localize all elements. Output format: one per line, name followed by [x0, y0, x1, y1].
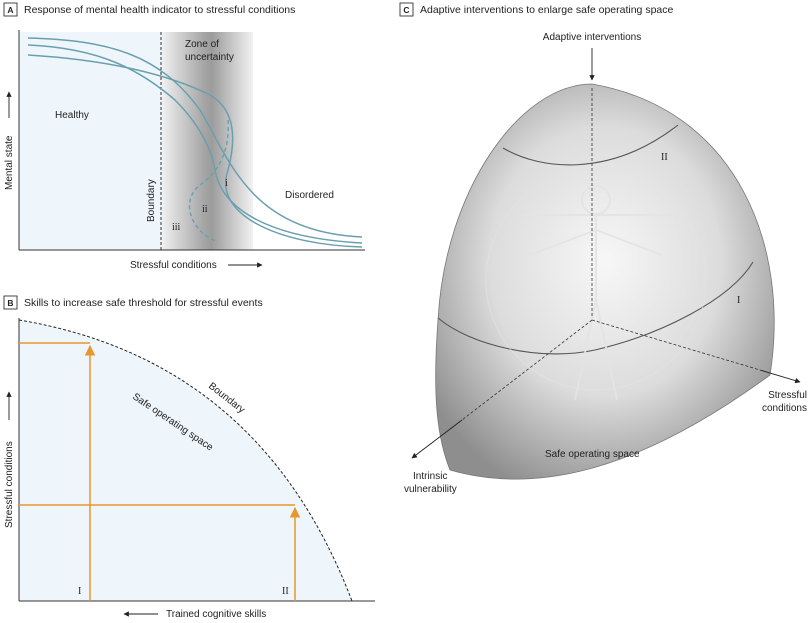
- panel-a-letter-badge: A: [3, 2, 18, 17]
- marker-label-ii: II: [282, 586, 289, 597]
- panel-a-letter: A: [7, 5, 13, 15]
- curve-label-ii: ii: [202, 204, 208, 215]
- disordered-label: Disordered: [285, 190, 334, 201]
- healthy-region: [19, 32, 161, 250]
- intrinsic-label-line2: vulnerability: [404, 484, 457, 495]
- vitruvian-figure-watermark: [485, 169, 707, 401]
- ring-label-ii: II: [661, 152, 668, 163]
- stressful-label-line2: conditions: [762, 403, 807, 414]
- ring-label-i: I: [737, 295, 740, 306]
- zone-label-line2: uncertainty: [185, 52, 234, 63]
- panel-c: C Adaptive interventions to enlarge safe…: [399, 2, 807, 495]
- healthy-label: Healthy: [55, 110, 89, 121]
- ring-ii: [502, 124, 679, 166]
- vulnerability-axis-arrow: [411, 419, 463, 459]
- zone-label-line1: Zone of: [185, 39, 219, 50]
- panel-c-letter: C: [403, 5, 409, 15]
- vulnerability-axis-dashed: [461, 319, 593, 421]
- panel-b-x-label: Trained cognitive skills: [166, 609, 266, 620]
- stressful-axis-arrow: [759, 369, 801, 384]
- panel-a: A Response of mental health indicator to…: [3, 2, 365, 271]
- safe-operating-region: [19, 320, 352, 601]
- curve-unstable-branch: [188, 119, 229, 243]
- curve-label-i: i: [225, 178, 228, 189]
- curve-label-iii: iii: [172, 222, 181, 233]
- panel-b-boundary-curve: [18, 319, 353, 602]
- panel-a-x-label: Stressful conditions: [130, 260, 217, 271]
- stressful-axis-dashed: [591, 319, 761, 371]
- panel-a-boundary-label: Boundary: [146, 179, 157, 222]
- curve-i: [27, 37, 363, 238]
- curve-ii: [27, 44, 363, 244]
- panel-b-y-label: Stressful conditions: [4, 441, 15, 528]
- dome-safe-operating-label: Safe operating space: [545, 449, 640, 460]
- ring-i: [437, 261, 754, 355]
- panel-b: B Skills to increase safe threshold for …: [3, 295, 375, 620]
- zone-of-uncertainty-band: [161, 32, 253, 250]
- panel-a-y-label: Mental state: [4, 135, 15, 190]
- panel-b-letter-badge: B: [3, 295, 18, 310]
- panel-c-title: Adaptive interventions to enlarge safe o…: [420, 4, 673, 16]
- adaptive-interventions-label: Adaptive interventions: [543, 32, 641, 43]
- panel-a-title: Response of mental health indicator to s…: [24, 4, 295, 16]
- panel-b-letter: B: [7, 298, 13, 308]
- panel-c-letter-badge: C: [399, 2, 414, 17]
- stressful-label-line1: Stressful: [768, 390, 807, 401]
- curve-iii: [27, 54, 363, 248]
- intrinsic-label-line1: Intrinsic: [413, 471, 447, 482]
- safe-operating-dome: [435, 83, 775, 480]
- marker-label-i: I: [78, 586, 81, 597]
- panel-b-title: Skills to increase safe threshold for st…: [24, 297, 263, 309]
